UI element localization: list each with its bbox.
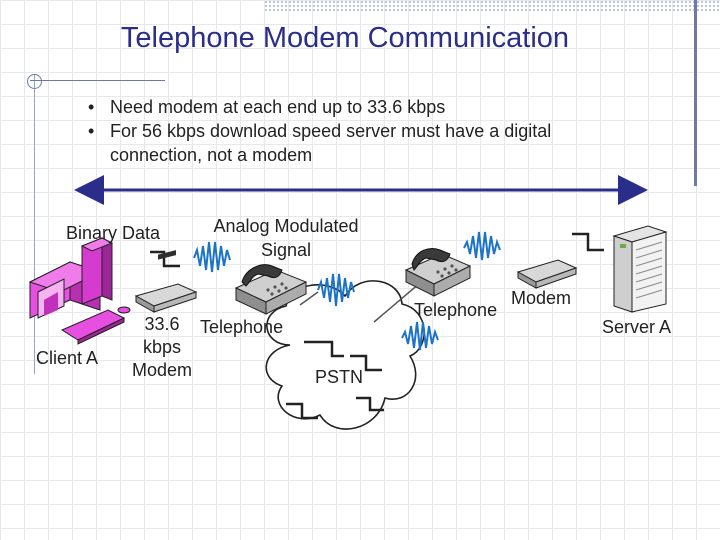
client-a-label: Client A bbox=[36, 348, 99, 368]
modem-icon bbox=[134, 250, 198, 313]
decorative-circle-icon bbox=[27, 74, 42, 89]
desktop-computer-icon bbox=[28, 237, 131, 345]
slide-title: Telephone Modem Communication bbox=[120, 22, 570, 54]
telephone-left-label: Telephone bbox=[200, 317, 284, 337]
line-cloud-to-phone bbox=[373, 282, 421, 323]
digital-pulse-icon bbox=[350, 354, 382, 372]
bullet-text: For 56 kbps download speed server must h… bbox=[110, 121, 552, 165]
telephone-icon bbox=[234, 264, 308, 315]
analog-wave-icon bbox=[317, 273, 355, 307]
pstn-label: PSTN bbox=[315, 367, 364, 387]
bullet-list: •Need modem at each end up to 33.6 kbps … bbox=[82, 95, 590, 167]
digital-pulse-icon bbox=[304, 340, 344, 358]
bullet-text: Need modem at each end up to 33.6 kbps bbox=[110, 97, 446, 117]
analog-signal-label-line1: Analog Modulated bbox=[213, 216, 359, 236]
decorative-vertical-bar bbox=[694, 0, 697, 186]
server-tower-icon bbox=[612, 225, 668, 313]
bullet-item: •For 56 kbps download speed server must … bbox=[88, 121, 552, 165]
cloud-network-icon bbox=[265, 280, 425, 430]
binary-data-label: Binary Data bbox=[66, 223, 161, 243]
analog-signal-label-line2: Signal bbox=[260, 240, 312, 260]
analog-wave-icon bbox=[463, 231, 501, 261]
modem-left-label-line2: kbps bbox=[142, 337, 182, 357]
digital-pulse-icon bbox=[356, 396, 384, 412]
telephone-icon bbox=[404, 248, 472, 297]
analog-wave-icon bbox=[193, 241, 231, 273]
decorative-vertical-line bbox=[34, 74, 35, 374]
analog-wave-icon bbox=[401, 321, 439, 351]
digital-pulse-icon bbox=[286, 402, 318, 420]
line-phone-to-cloud bbox=[299, 291, 319, 306]
decorative-dot-band bbox=[264, 0, 720, 12]
modem-left-label-line3: Modem bbox=[131, 360, 193, 380]
decorative-horizontal-line bbox=[30, 80, 165, 81]
digital-pulse-icon bbox=[150, 250, 180, 268]
server-a-label: Server A bbox=[602, 317, 672, 337]
modem-left-label-line1: 33.6 bbox=[144, 314, 180, 334]
modem-right-label: Modem bbox=[511, 288, 572, 308]
bullet-item: •Need modem at each end up to 33.6 kbps bbox=[88, 97, 446, 117]
modem-icon bbox=[516, 259, 578, 289]
telephone-right-label: Telephone bbox=[414, 300, 498, 320]
digital-pulse-icon bbox=[572, 232, 604, 252]
